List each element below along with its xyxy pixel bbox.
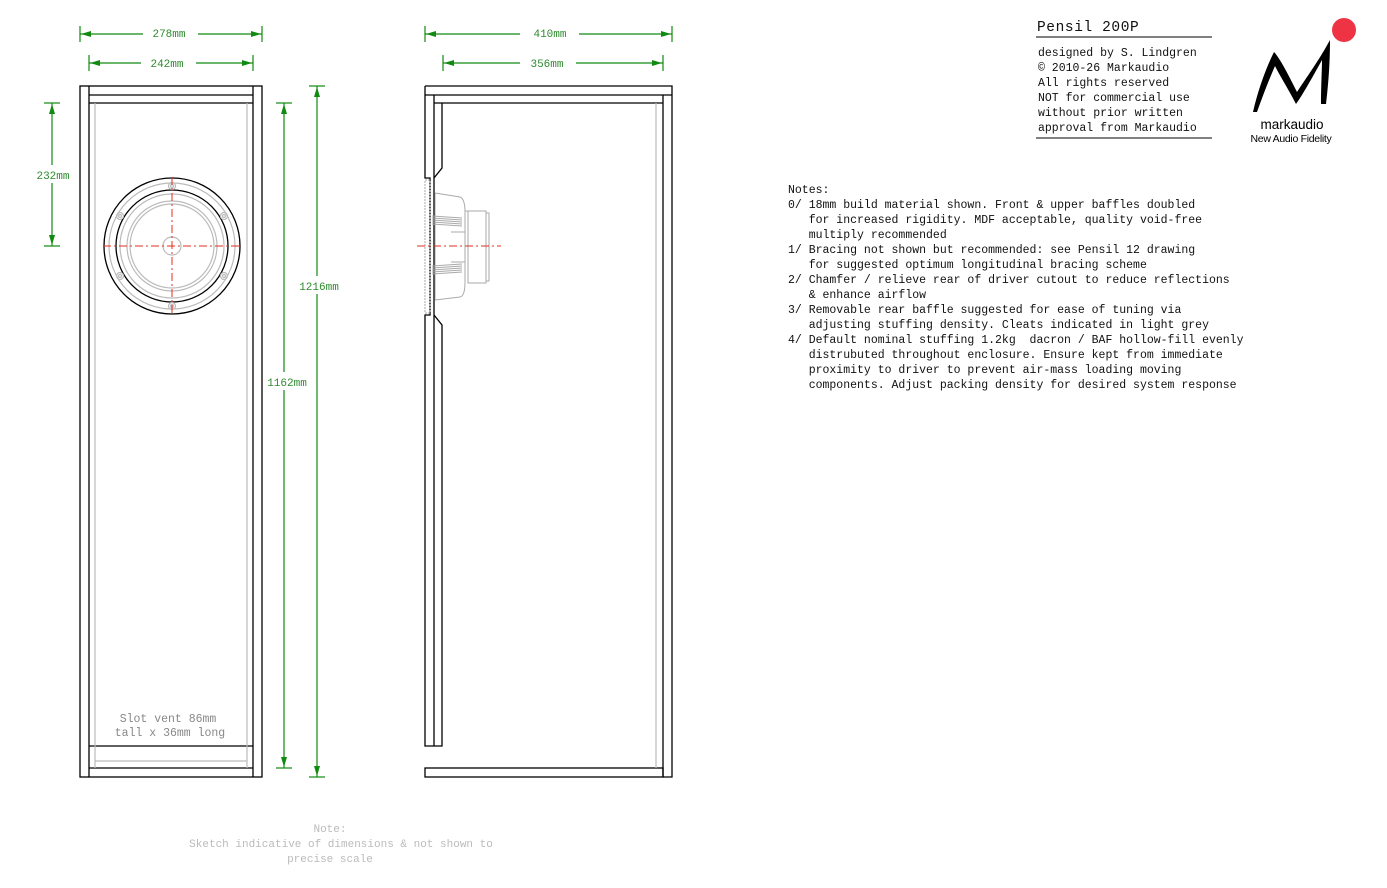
cleats-front (94, 103, 248, 768)
bolt-hole-icon (219, 211, 229, 221)
note-line: 4/ Default nominal stuffing 1.2kg dacron… (788, 334, 1244, 347)
bolt-hole-icon (219, 271, 229, 281)
dim-width-inner: 242mm (88, 55, 254, 71)
title-block-line: NOT for commercial use (1038, 92, 1190, 105)
note-line: for increased rigidity. MDF acceptable, … (788, 214, 1202, 227)
svg-text:278mm: 278mm (152, 29, 185, 41)
notes: Notes: 0/ 18mm build material shown. Fro… (788, 184, 1244, 392)
dim-depth-outer: 410mm (424, 26, 673, 42)
dim-depth-inner: 356mm (442, 55, 664, 71)
vent-label-1: Slot vent 86mm (120, 713, 217, 726)
note-line: multiply recommended (788, 229, 947, 242)
note-line: for suggested optimum longitudinal braci… (788, 259, 1147, 272)
note-line: 3/ Removable rear baffle suggested for e… (788, 304, 1181, 317)
title-block: Pensil 200P designed by S. Lindgren © 201… (1036, 20, 1212, 139)
logo-dot (1332, 18, 1356, 42)
title-block-line: designed by S. Lindgren (1038, 47, 1197, 60)
svg-text:242mm: 242mm (150, 59, 183, 71)
note-line: proximity to driver to prevent air-mass … (788, 364, 1181, 377)
drawing-title: Pensil 200P (1037, 20, 1139, 36)
markaudio-logo: markaudio New Audio Fidelity (1251, 18, 1356, 145)
svg-text:Note:: Note: (313, 824, 346, 836)
dim-height-outer: 1216mm (299, 85, 339, 778)
svg-text:232mm: 232mm (36, 171, 69, 183)
bolt-hole-icon (115, 211, 125, 221)
dim-driver-height: 232mm (36, 102, 70, 247)
driver-side (417, 179, 501, 314)
svg-text:1162mm: 1162mm (267, 378, 307, 390)
title-block-line: © 2010-26 Markaudio (1038, 62, 1169, 75)
title-block-line: All rights reserved (1038, 77, 1169, 90)
dim-height-inner: 1162mm (267, 102, 307, 769)
svg-text:356mm: 356mm (530, 59, 563, 71)
svg-text:Sketch indicative of dimension: Sketch indicative of dimensions & not sh… (189, 839, 493, 851)
note-line: & enhance airflow (788, 289, 926, 302)
notes-heading: Notes: (788, 184, 829, 197)
note-line: components. Adjust packing density for d… (788, 379, 1237, 392)
svg-text:precise scale: precise scale (287, 854, 373, 866)
dim-width-outer: 278mm (79, 26, 263, 42)
title-block-line: without prior written (1038, 107, 1183, 120)
note-line: 2/ Chamfer / relieve rear of driver cuto… (788, 274, 1230, 287)
driver-front (103, 177, 242, 316)
note-line: 0/ 18mm build material shown. Front & up… (788, 199, 1195, 212)
note-line: adjusting stuffing density. Cleats indic… (788, 319, 1209, 332)
bolt-hole-icon (115, 271, 125, 281)
svg-text:1216mm: 1216mm (299, 282, 339, 294)
front-view-cabinet (79, 85, 263, 778)
sketch-note: Note: Sketch indicative of dimensions & … (189, 824, 493, 866)
note-line: 1/ Bracing not shown but recommended: se… (788, 244, 1195, 257)
vent-label-2: tall x 36mm long (115, 727, 225, 740)
side-view-cabinet (424, 85, 673, 778)
svg-text:410mm: 410mm (533, 29, 566, 41)
svg-text:markaudio: markaudio (1260, 117, 1323, 132)
note-line: distrubuted throughout enclosure. Ensure… (788, 349, 1223, 362)
svg-text:New Audio Fidelity: New Audio Fidelity (1251, 133, 1333, 145)
title-block-line: approval from Markaudio (1038, 122, 1197, 135)
